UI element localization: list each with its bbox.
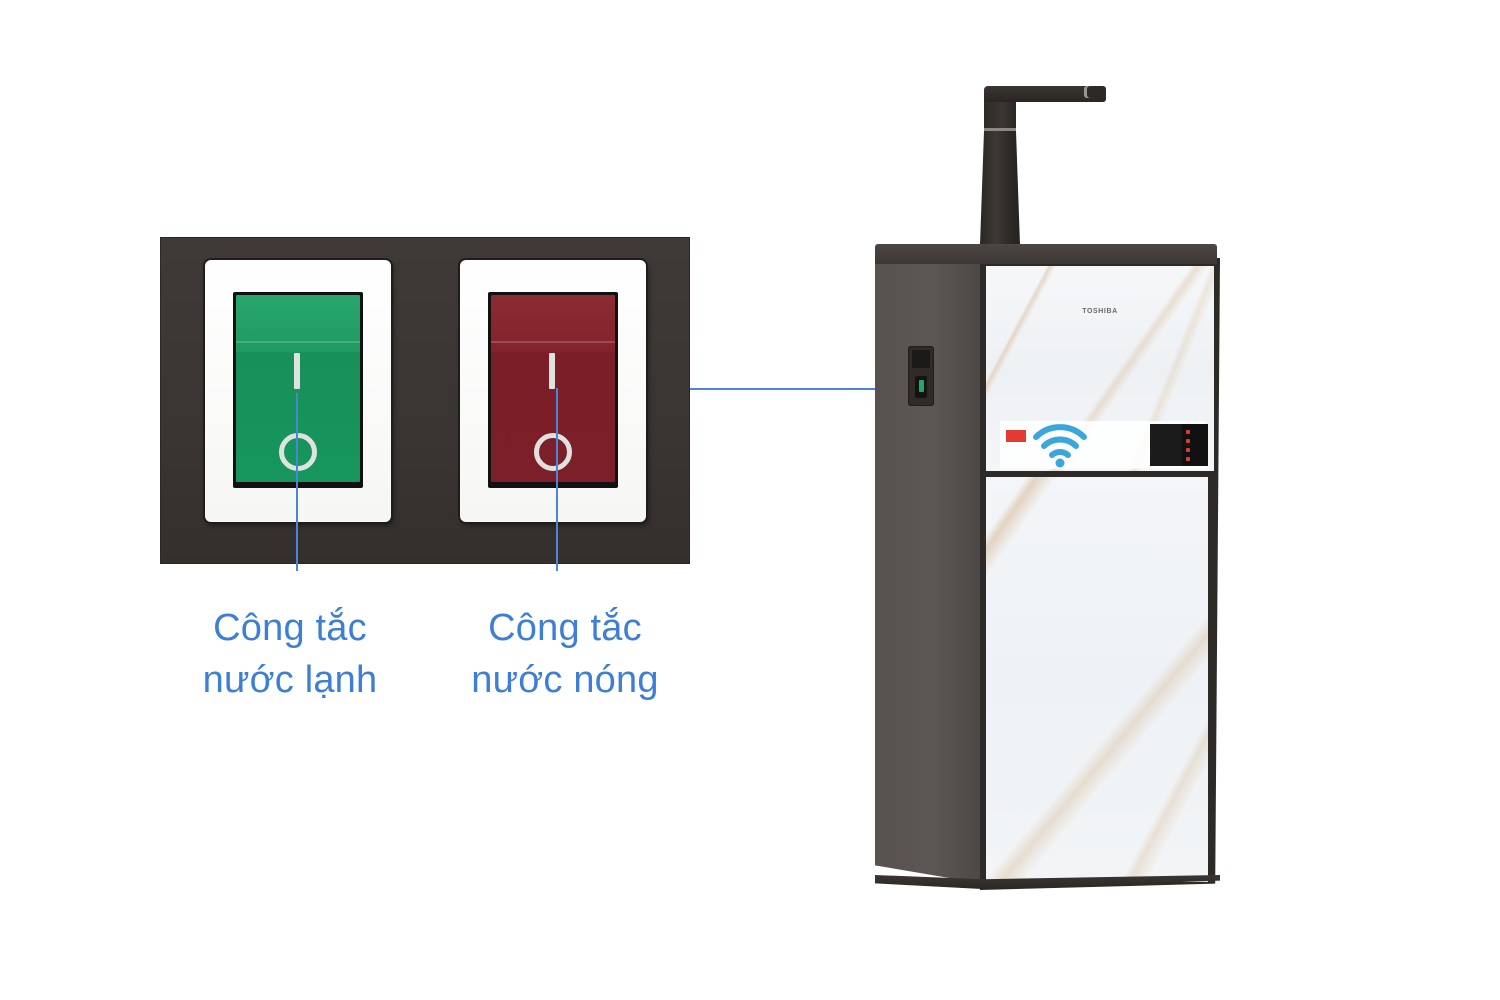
hot-switch-label-line1: Công tắc — [488, 607, 642, 649]
rocker-ridge — [491, 341, 615, 343]
cold-water-switch-well — [233, 292, 363, 488]
faucet-ring — [984, 128, 1016, 131]
hot-water-switch-frame — [460, 260, 646, 522]
cold-switch-label: Công tắc nước lạnh — [180, 602, 400, 706]
switch-closeup-panel — [160, 237, 690, 564]
brand-logo: TOSHIBA — [1082, 308, 1118, 315]
cold-water-switch-frame — [205, 260, 391, 522]
hot-switch-label: Công tắc nước nóng — [445, 602, 685, 706]
on-mark-icon — [549, 353, 555, 389]
hot-switch-label-line2: nước nóng — [471, 659, 659, 701]
hot-water-switch-well — [488, 292, 618, 488]
off-mark-icon — [279, 433, 317, 471]
wifi-icon — [1033, 424, 1087, 468]
side-switch-indicator[interactable] — [919, 380, 924, 392]
panel-to-product-callout-line — [690, 388, 922, 390]
off-mark-icon — [534, 433, 572, 471]
marble-lower-door — [986, 477, 1208, 882]
hot-switch-callout-line — [556, 388, 558, 571]
rocker-ridge — [236, 341, 360, 343]
on-mark-icon — [294, 353, 300, 389]
sticker-red-tag — [1006, 430, 1026, 442]
cold-switch-label-line1: Công tắc — [213, 607, 367, 649]
door-gap — [986, 471, 1214, 477]
faucet-spout — [984, 86, 1106, 102]
side-recess — [912, 350, 930, 368]
cabinet-top — [875, 244, 1217, 264]
faucet-stem — [980, 131, 1020, 245]
cold-switch-label-line2: nước lạnh — [202, 659, 378, 701]
cold-water-rocker-switch[interactable] — [236, 295, 360, 482]
water-purifier: TOSHIBA — [860, 80, 1240, 900]
hot-water-rocker-switch[interactable] — [491, 295, 615, 482]
cold-switch-callout-line — [296, 393, 298, 571]
faucet-tip — [1084, 86, 1106, 98]
